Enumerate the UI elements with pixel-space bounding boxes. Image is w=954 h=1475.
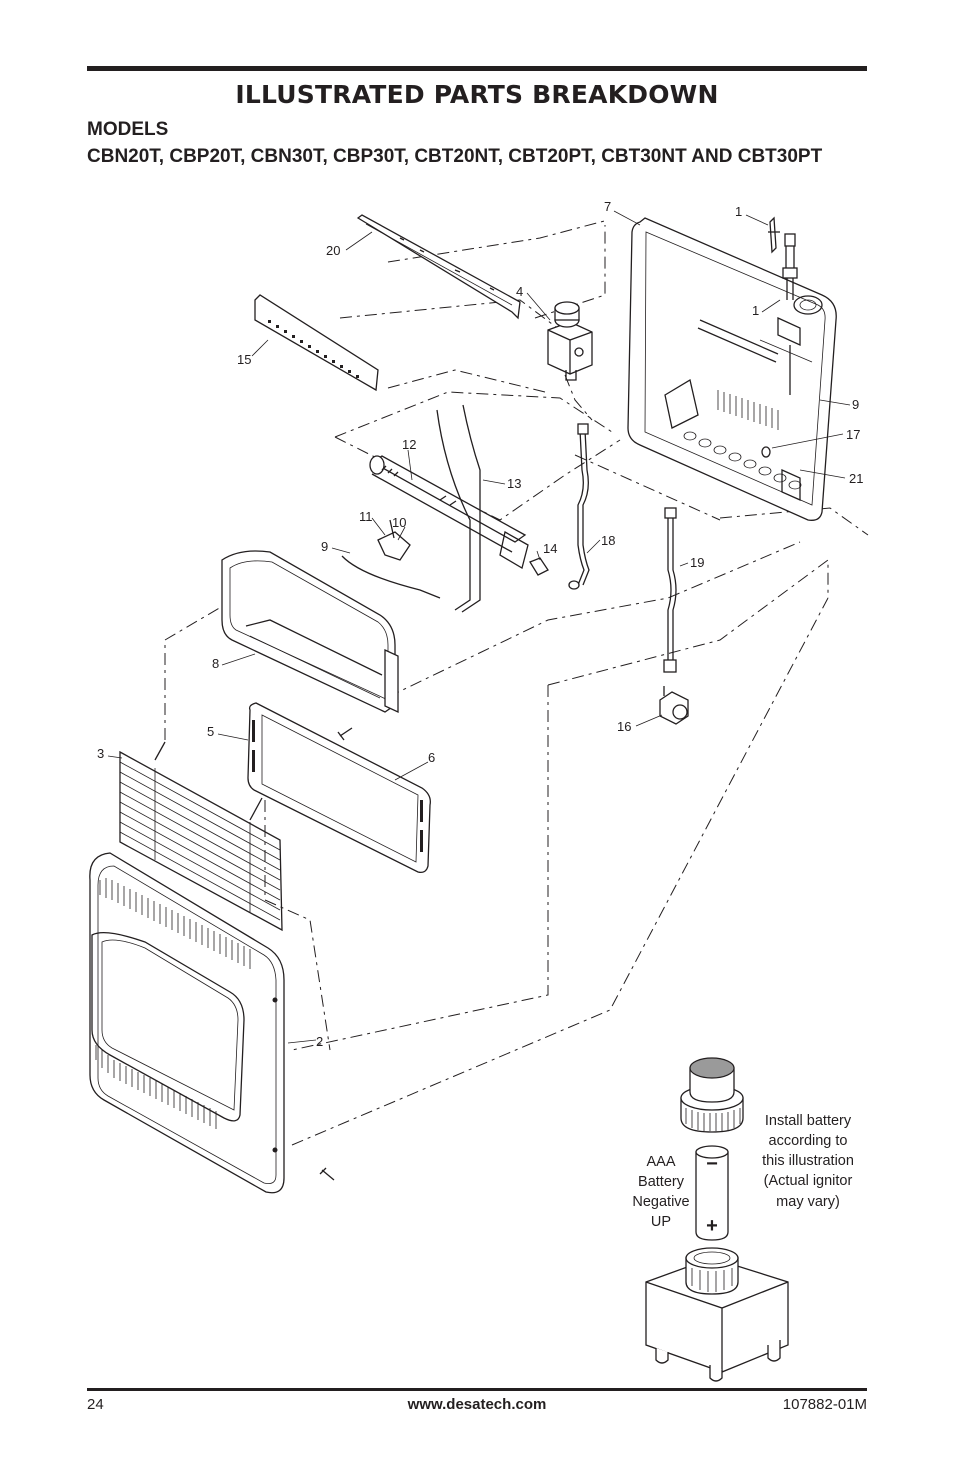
- models-list: CBN20T, CBP20T, CBN30T, CBP30T, CBT20NT,…: [87, 146, 823, 167]
- svg-text:(Actual ignitor: (Actual ignitor: [764, 1173, 853, 1189]
- part-label-1: 1: [735, 204, 742, 219]
- install-note: Install battery according to this illust…: [762, 1113, 854, 1210]
- svg-text:UP: UP: [651, 1214, 671, 1230]
- gas-valve: [547, 301, 593, 381]
- ignitor-base: [645, 1247, 789, 1382]
- cabinet-vents: [717, 390, 779, 430]
- part-label-11: 11: [359, 509, 373, 524]
- ignitor-cap: [680, 1057, 744, 1133]
- leader-lines: [107, 210, 851, 1044]
- part-label-5: 5: [207, 724, 214, 739]
- gas-line-18: [568, 423, 590, 590]
- part-label-18: 18: [601, 533, 615, 548]
- header-rule: [87, 66, 867, 71]
- svg-text:may vary): may vary): [776, 1194, 840, 1210]
- part-label-10: 10: [392, 515, 406, 530]
- gas-line-19: [663, 507, 677, 673]
- piezo-igniter: [659, 686, 689, 725]
- part-label-8: 8: [212, 656, 219, 671]
- svg-text:this illustration: this illustration: [762, 1153, 854, 1169]
- models-label: MODELS: [87, 119, 169, 140]
- part-label-3: 3: [97, 746, 104, 761]
- cabinet-holes: [683, 431, 802, 490]
- battery-positive-symbol: +: [706, 1215, 718, 1237]
- bottom-screw: [319, 1167, 335, 1181]
- part-label-19: 19: [690, 555, 704, 570]
- cabinet-back: [627, 217, 837, 521]
- part-label-1b: 1: [752, 303, 759, 318]
- document-code: 107882-01M: [782, 1396, 867, 1413]
- part-label-9: 9: [852, 397, 859, 412]
- part-label-4: 4: [516, 284, 523, 299]
- aaa-battery: − +: [695, 1145, 729, 1241]
- battery-install-detail: − + AAA Battery Negative UP Install batt…: [632, 1057, 854, 1382]
- part-number-labels: 1 1 2 3 4 5 6 7 8 9 9 10 11 12 13 14 15 …: [97, 199, 863, 1049]
- assembly-dash-lines: [164, 219, 869, 1146]
- svg-text:Install battery: Install battery: [765, 1113, 852, 1129]
- page-number: 24: [87, 1396, 104, 1413]
- screw: [337, 727, 353, 741]
- part-label-6: 6: [428, 750, 435, 765]
- part-label-13: 13: [507, 476, 521, 491]
- part-label-17: 17: [846, 427, 860, 442]
- front-grill: [119, 741, 283, 932]
- casing-louvers-bottom: [95, 1045, 217, 1129]
- svg-text:Negative: Negative: [632, 1194, 689, 1210]
- heat-shield-bracket: [254, 294, 379, 392]
- part-label-20: 20: [326, 243, 340, 258]
- part-label-12: 12: [402, 437, 416, 452]
- top-bracket: [356, 214, 521, 320]
- burner-assembly: [341, 404, 549, 613]
- svg-text:according to: according to: [769, 1133, 848, 1149]
- battery-label: AAA Battery Negative UP: [632, 1154, 689, 1230]
- part-label-14: 14: [543, 541, 557, 556]
- bracket-slots: [268, 320, 359, 378]
- front-casing: [89, 852, 285, 1194]
- part-label-21: 21: [849, 471, 863, 486]
- page-title: ILLUSTRATED PARTS BREAKDOWN: [235, 80, 719, 109]
- battery-negative-symbol: −: [706, 1153, 718, 1175]
- combustion-chamber: [221, 550, 399, 714]
- ignitor: [768, 216, 798, 300]
- part-label-15: 15: [237, 352, 251, 367]
- svg-text:AAA: AAA: [646, 1154, 675, 1170]
- part-label-2: 2: [316, 1034, 323, 1049]
- part-label-9b: 9: [321, 539, 328, 554]
- casing-louvers-top: [99, 878, 251, 969]
- website-link[interactable]: www.desatech.com: [407, 1396, 547, 1413]
- part-label-16: 16: [617, 719, 631, 734]
- footer-rule: [87, 1388, 867, 1391]
- radiant-panel: [247, 702, 431, 874]
- part-label-7: 7: [604, 199, 611, 214]
- svg-text:Battery: Battery: [638, 1174, 685, 1190]
